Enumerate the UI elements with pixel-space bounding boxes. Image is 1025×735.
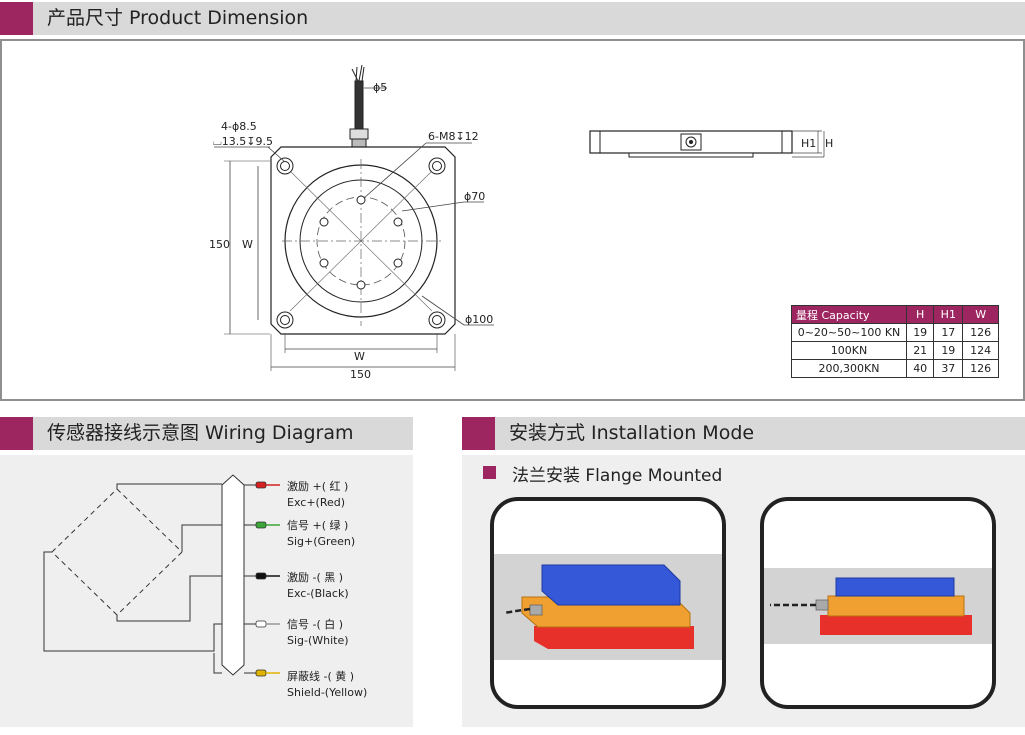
blue-plate xyxy=(541,564,681,606)
table-cell: 37 xyxy=(933,359,964,378)
table-cell: 40 xyxy=(905,359,935,378)
red-base xyxy=(534,626,694,649)
table-cell: 19 xyxy=(905,323,935,342)
wiring-header: 传感器接线示意图 Wiring Diagram xyxy=(0,417,413,450)
wire-end-yellow xyxy=(244,669,280,677)
dimension-panel: ϕ5 4-ϕ8.5 ⌴13.5↧9.5 6-M8↧12 xyxy=(0,39,1025,401)
h-label: H xyxy=(825,137,833,150)
table-header: H xyxy=(905,305,935,324)
install-photo-2 xyxy=(760,497,996,709)
wire-label-cn: 屏蔽线 -( 黄 ) xyxy=(287,670,355,683)
wire-label-en: Exc-(Black) xyxy=(287,587,349,600)
table-cell: 200,300KN xyxy=(791,359,907,378)
accent-block xyxy=(0,417,33,450)
thread-label: 6-M8↧12 xyxy=(428,130,479,143)
table-cell: 124 xyxy=(962,341,999,360)
cable-dia-label: ϕ5 xyxy=(373,81,387,94)
table-header: H1 xyxy=(933,305,964,324)
cable-icon xyxy=(349,64,369,150)
base-plate xyxy=(270,146,456,335)
table-cell: 21 xyxy=(905,341,935,360)
dimension-title: 产品尺寸 Product Dimension xyxy=(47,7,309,29)
install-panel: 法兰安装 Flange Mounted xyxy=(462,455,1025,727)
wire-end-green xyxy=(244,521,280,529)
table-row: 100KN 21 19 124 xyxy=(791,341,999,360)
dimension-drawing: ϕ5 4-ϕ8.5 ⌴13.5↧9.5 6-M8↧12 xyxy=(209,64,833,381)
table-row: 0~20~50~100 KN 19 17 126 xyxy=(791,323,999,342)
wire-label-red: 激励 +( 红 ) Exc+(Red) xyxy=(287,479,348,511)
accent-block xyxy=(0,2,33,35)
wire-label-en: Sig-(White) xyxy=(287,634,349,647)
holes-label-2: ⌴13.5↧9.5 xyxy=(213,135,273,148)
wire-label-black: 激励 -( 黑 ) Exc-(Black) xyxy=(287,570,349,602)
wire-end-black xyxy=(244,572,280,580)
table-header: 量程 Capacity xyxy=(791,305,907,324)
wiring-title: 传感器接线示意图 Wiring Diagram xyxy=(47,422,354,444)
wire-label-cn: 信号 +( 绿 ) xyxy=(287,519,349,532)
side-150-label: 150 xyxy=(209,238,230,251)
wire-label-yellow: 屏蔽线 -( 黄 ) Shield-(Yellow) xyxy=(287,669,367,701)
install-title: 安装方式 Installation Mode xyxy=(509,422,755,444)
table-header: W xyxy=(962,305,999,324)
install-photo-1 xyxy=(490,497,726,709)
cable xyxy=(503,607,531,615)
bottom-w-label: W xyxy=(354,350,365,363)
blue-plate xyxy=(835,577,955,597)
wire-label-en: Shield-(Yellow) xyxy=(287,686,368,699)
h1-label: H1 xyxy=(801,137,816,150)
wiring-panel: 激励 +( 红 ) Exc+(Red) 信号 +( 绿 ) Sig+(Green… xyxy=(0,455,413,727)
wire-label-green: 信号 +( 绿 ) Sig+(Green) xyxy=(287,518,355,550)
wire-end-red xyxy=(244,481,280,489)
table-cell: 17 xyxy=(933,323,964,342)
side-w-label: W xyxy=(242,238,253,251)
wire-label-cn: 信号 -( 白 ) xyxy=(287,618,344,631)
wire-label-cn: 激励 +( 红 ) xyxy=(287,480,349,493)
red-base xyxy=(820,615,972,635)
table-cell: 100KN xyxy=(791,341,907,360)
table-cell: 126 xyxy=(962,359,999,378)
wire-label-en: Sig+(Green) xyxy=(287,535,356,548)
orange-sensor xyxy=(827,595,965,617)
side-view xyxy=(589,130,825,158)
cable-bundle xyxy=(221,474,245,676)
table-cell: 19 xyxy=(933,341,964,360)
install-header: 安装方式 Installation Mode xyxy=(462,417,1025,450)
table-row: 200,300KN 40 37 126 xyxy=(791,359,999,378)
wire-label-white: 信号 -( 白 ) Sig-(White) xyxy=(287,617,349,649)
wire-label-en: Exc+(Red) xyxy=(287,496,346,509)
holes-label-1: 4-ϕ8.5 xyxy=(221,120,257,133)
bottom-150-label: 150 xyxy=(350,368,371,381)
dia70-label: ϕ70 xyxy=(464,190,485,203)
install-subtitle: 法兰安装 Flange Mounted xyxy=(512,466,723,486)
wiring-diagram xyxy=(43,474,280,677)
bullet-square xyxy=(483,466,496,479)
dia100-label: ϕ100 xyxy=(465,313,493,326)
wire-end-white xyxy=(244,620,280,628)
table-header-row: 量程 Capacity H H1 W xyxy=(791,305,999,324)
table-cell: 0~20~50~100 KN xyxy=(791,323,907,342)
capacity-table: 量程 Capacity H H1 W 0~20~50~100 KN 19 17 … xyxy=(791,305,999,378)
wire-label-cn: 激励 -( 黑 ) xyxy=(287,571,344,584)
accent-block xyxy=(462,417,495,450)
table-cell: 126 xyxy=(962,323,999,342)
dimension-header: 产品尺寸 Product Dimension xyxy=(0,2,1025,35)
